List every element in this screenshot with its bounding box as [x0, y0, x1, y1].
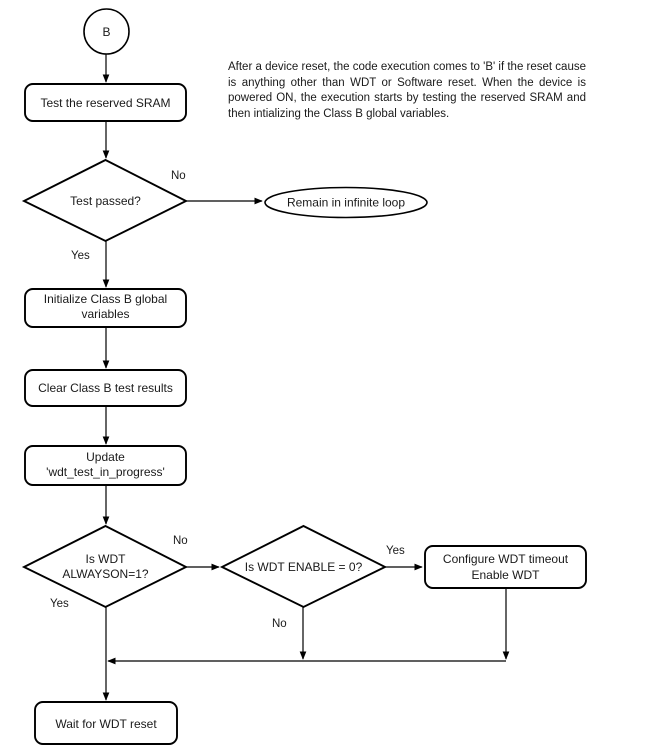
node-connector-b[interactable]: B — [83, 8, 130, 55]
node-test-passed[interactable]: Test passed? — [21, 158, 189, 243]
init-globals-line2: variables — [81, 307, 129, 321]
label-test-passed-no: No — [171, 170, 186, 182]
init-globals-line1: Initialize Class B global — [44, 292, 167, 306]
label-wdt-alwayson-yes: Yes — [50, 598, 69, 610]
test-sram-label: Test the reserved SRAM — [40, 96, 170, 110]
node-configure-wdt[interactable]: Configure WDT timeout Enable WDT — [424, 545, 587, 589]
wait-wdt-reset-label: Wait for WDT reset — [55, 717, 157, 731]
node-wait-wdt-reset[interactable]: Wait for WDT reset — [34, 701, 178, 745]
label-test-passed-yes: Yes — [71, 250, 90, 262]
test-passed-label: Test passed? — [70, 194, 141, 208]
label-wdt-alwayson-no: No — [173, 535, 188, 547]
flow-edge-labels: No Yes No Yes Yes No — [50, 170, 405, 630]
node-test-sram[interactable]: Test the reserved SRAM — [24, 83, 187, 122]
update-wdt-flag-line1: Update — [86, 450, 125, 464]
node-clear-results[interactable]: Clear Class B test results — [24, 369, 187, 407]
update-wdt-flag-line2: 'wdt_test_in_progress' — [46, 465, 165, 479]
clear-results-label: Clear Class B test results — [38, 381, 173, 395]
wdt-alwayson-line1: Is WDT — [86, 552, 127, 566]
wdt-alwayson-line2: ALWAYSON=1? — [62, 567, 148, 581]
infinite-loop-label: Remain in infinite loop — [287, 196, 405, 210]
label-wdt-enable-no: No — [272, 618, 287, 630]
configure-wdt-line1: Configure WDT timeout — [443, 552, 569, 566]
node-infinite-loop[interactable]: Remain in infinite loop — [264, 186, 428, 219]
configure-wdt-line2: Enable WDT — [471, 568, 540, 582]
label-wdt-enable-yes: Yes — [386, 545, 405, 557]
connector-b-label: B — [102, 25, 110, 39]
annotation-text: After a device reset, the code execution… — [228, 61, 586, 120]
node-update-wdt-flag[interactable]: Update 'wdt_test_in_progress' — [24, 445, 187, 486]
flow-edges — [102, 54, 510, 701]
node-init-globals[interactable]: Initialize Class B global variables — [24, 288, 187, 328]
node-wdt-alwayson[interactable]: Is WDT ALWAYSON=1? — [21, 524, 189, 609]
wdt-enable-label: Is WDT ENABLE = 0? — [245, 560, 363, 574]
node-wdt-enable[interactable]: Is WDT ENABLE = 0? — [219, 524, 388, 609]
